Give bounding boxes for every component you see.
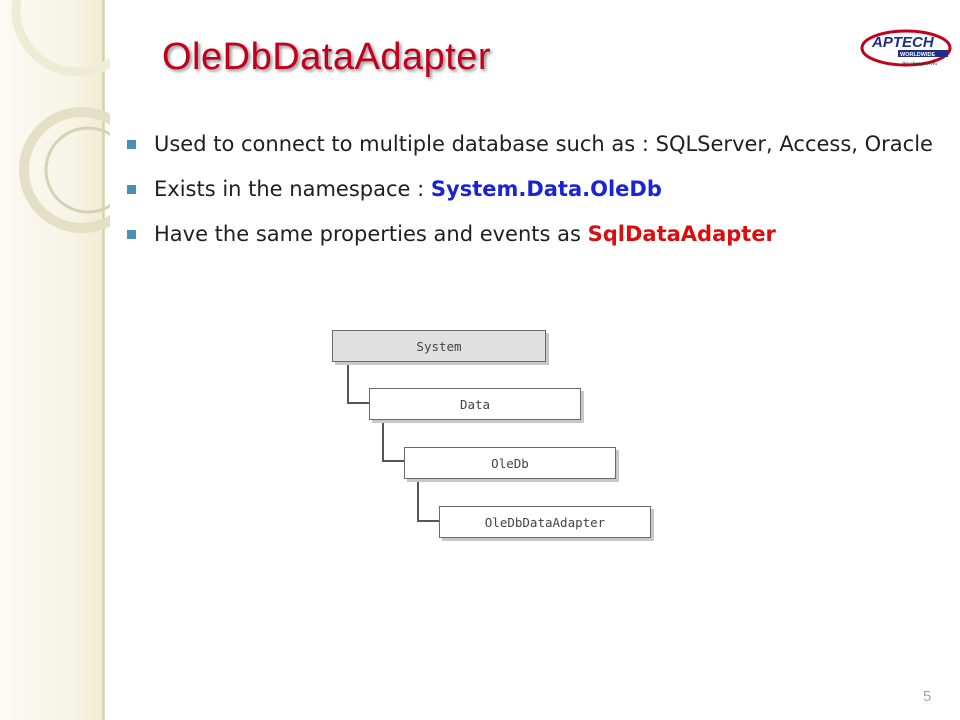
logo-tagline: We change lives [902, 61, 937, 67]
decorative-ring-inner [44, 126, 110, 214]
bullet-item: Used to connect to multiple database suc… [124, 130, 934, 159]
connector-line [382, 422, 384, 462]
bullet-item: Have the same properties and events as S… [124, 220, 934, 249]
connector-line [347, 364, 349, 404]
bullet-item: Exists in the namespace : System.Data.Ol… [124, 175, 934, 204]
bullet-text: Have the same properties and events as [154, 222, 588, 246]
logo-swoosh [860, 29, 952, 67]
hierarchy-node-data: Data [369, 388, 581, 420]
slide-title: OleDbDataAdapter [162, 36, 492, 78]
bullet-list: Used to connect to multiple database suc… [124, 130, 934, 265]
namespace-hierarchy-diagram: System Data OleDb OleDbDataAdapter [332, 330, 656, 544]
page-number: 5 [923, 688, 932, 705]
namespace-highlight: System.Data.OleDb [430, 177, 662, 201]
connector-line [347, 402, 369, 404]
bullet-text: Used to connect to multiple database suc… [154, 132, 933, 156]
bullet-text: Exists in the namespace : [154, 177, 431, 201]
hierarchy-node-system: System [332, 330, 546, 362]
decorative-rings [11, 0, 110, 233]
hierarchy-node-oledbdataadapter: OleDbDataAdapter [439, 506, 651, 538]
logo-sub-text: WORLDWIDE [900, 52, 935, 58]
square-bullet-icon [127, 140, 136, 149]
square-bullet-icon [127, 185, 136, 194]
square-bullet-icon [127, 230, 136, 239]
class-highlight: SqlDataAdapter [587, 222, 776, 246]
connector-line [417, 480, 419, 522]
connector-line [417, 520, 439, 522]
logo-brand-text: APTECH [871, 34, 935, 51]
side-panel-divider [102, 0, 105, 720]
decorative-ring-top [11, 0, 110, 77]
logo-band [898, 50, 948, 57]
hierarchy-node-oledb: OleDb [404, 447, 616, 479]
connector-line [382, 460, 404, 462]
decorative-ring-mid [19, 107, 110, 233]
aptech-logo: APTECH WORLDWIDE We change lives [860, 29, 952, 67]
